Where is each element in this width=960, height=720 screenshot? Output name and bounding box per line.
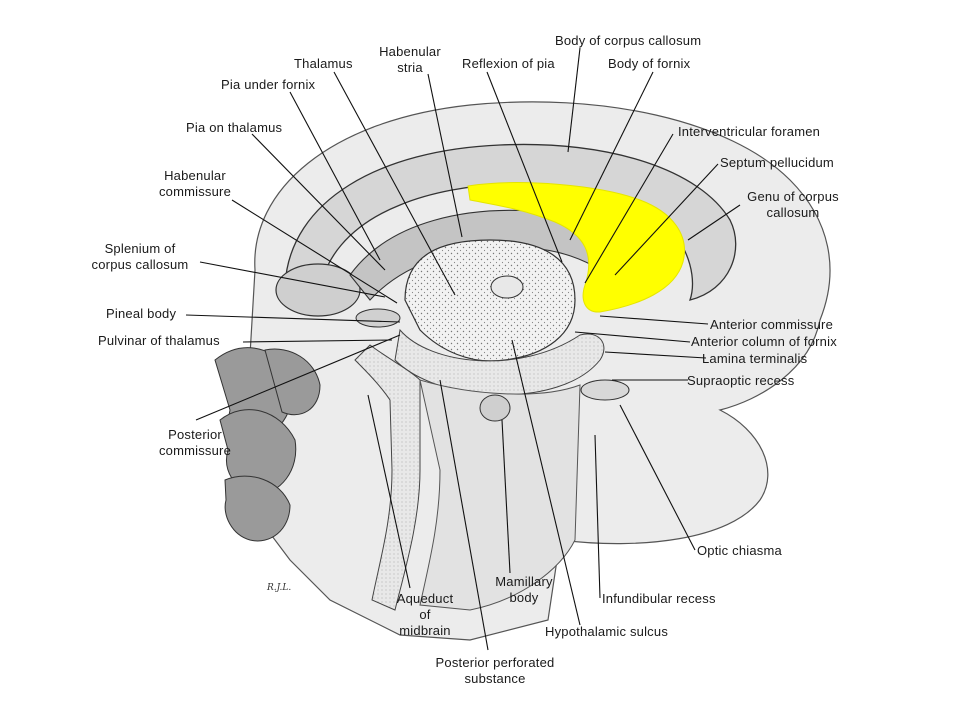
leader-lines [185, 47, 741, 651]
label-infundibular-recess: Infundibular recess [602, 591, 716, 606]
label-aqueduct-of-midbrain: Aqueduct of midbrain [396, 591, 454, 638]
mamillary-shape [479, 394, 511, 422]
label-habenular-stria: Habenular stria [379, 44, 441, 75]
label-splenium-corpus-callosum: Splenium of corpus callosum [91, 241, 189, 272]
label-pia-under-fornix: Pia under fornix [221, 77, 316, 92]
label-genu-corpus-callosum: Genu of corpus callosum [747, 189, 839, 220]
label-anterior-column-fornix: Anterior column of fornix [691, 334, 837, 349]
splenium-shape [275, 263, 361, 317]
optic-chiasma-shape [580, 379, 630, 401]
interthalamic-adhesion [490, 275, 524, 299]
label-pineal-body: Pineal body [106, 306, 177, 321]
label-pulvinar-of-thalamus: Pulvinar of thalamus [98, 333, 220, 348]
thalamus-region [404, 239, 576, 362]
label-body-of-fornix: Body of fornix [608, 56, 691, 71]
corpus-callosum [284, 143, 737, 301]
label-body-corpus-callosum: Body of corpus callosum [555, 33, 702, 48]
artist-signature: R.J.L. [267, 583, 292, 593]
label-supraoptic-recess: Supraoptic recess [687, 373, 795, 388]
label-interventricular-foramen: Interventricular foramen [678, 124, 821, 139]
label-septum-pellucidum: Septum pellucidum [720, 155, 834, 170]
label-reflexion-of-pia: Reflexion of pia [462, 56, 555, 71]
label-anterior-commissure: Anterior commissure [710, 317, 833, 332]
brainstem-region [354, 344, 421, 611]
label-posterior-commissure: Posterior commissure [158, 427, 232, 458]
label-posterior-perforated-substance: Posterior perforated substance [435, 655, 555, 686]
midbrain-body [419, 379, 581, 611]
label-habenular-commissure: Habenular commissure [158, 168, 232, 199]
label-lamina-terminalis: Lamina terminalis [702, 351, 808, 366]
cerebellum-folia [214, 347, 321, 542]
label-mamillary-body: Mamillary body [495, 574, 553, 605]
label-thalamus: Thalamus [294, 56, 353, 71]
label-hypothalamic-sulcus: Hypothalamic sulcus [545, 624, 669, 639]
pineal-shape [355, 308, 401, 328]
label-optic-chiasma: Optic chiasma [697, 543, 782, 558]
label-pia-on-thalamus: Pia on thalamus [186, 120, 283, 135]
septum-pellucidum-highlight [467, 182, 685, 313]
